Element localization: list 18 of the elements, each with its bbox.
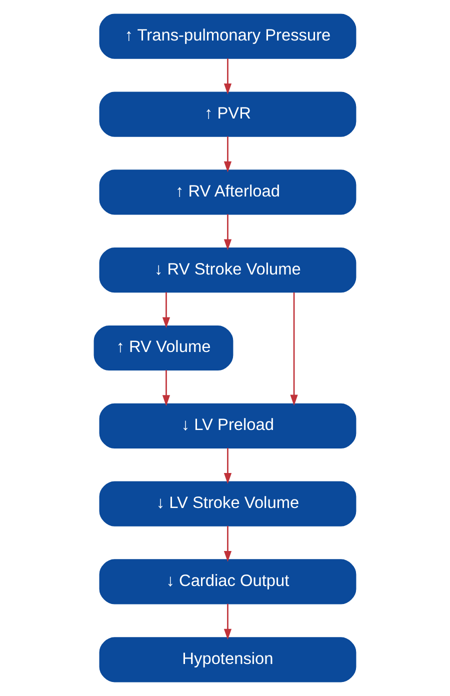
arrow: [224, 136, 232, 172]
node-box: ↑ Trans-pulmonary Pressure: [99, 14, 356, 59]
arrow: [162, 292, 170, 328]
node-box: ↑ RV Afterload: [99, 170, 356, 215]
arrow: [224, 58, 232, 94]
node-box: Hypotension: [99, 637, 356, 682]
node-box: ↓ Cardiac Output: [99, 559, 356, 604]
arrow: [290, 292, 298, 406]
arrow: [224, 604, 232, 640]
arrow: [224, 448, 232, 484]
node-box: ↓ LV Preload: [99, 403, 356, 448]
arrow: [224, 214, 232, 250]
node-box: ↑ PVR: [99, 92, 356, 137]
node-box: ↓ RV Stroke Volume: [99, 248, 356, 293]
node-box: ↓ LV Stroke Volume: [99, 481, 356, 526]
node-box: ↑ RV Volume: [94, 325, 234, 371]
arrow: [224, 526, 232, 562]
arrow: [162, 370, 170, 406]
